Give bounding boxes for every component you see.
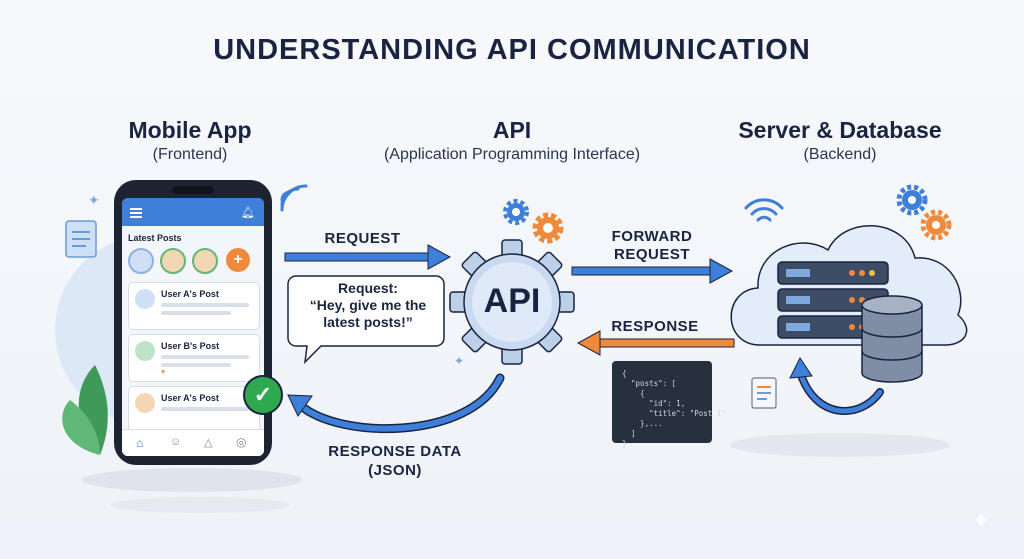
response-data-label-line2: (JSON) <box>368 462 422 479</box>
heart-icon[interactable]: ♥ <box>161 369 166 376</box>
json-response-snippet: { "posts": [ { "id": 1, "title": "Post 1… <box>612 361 726 448</box>
gear-icon <box>532 212 564 244</box>
api-subtitle: (Application Programming Interface) <box>383 146 641 163</box>
forward-request-label: FORWARD REQUEST <box>582 228 722 264</box>
avatar <box>135 341 155 361</box>
sync-arrow <box>789 357 884 415</box>
post-text-placeholder <box>161 363 231 367</box>
bottom-tab-bar: ⌂ ☺ △ ◎ <box>122 429 264 456</box>
phone-shadow <box>82 468 302 492</box>
phone-notch <box>172 186 214 194</box>
response-data-label-line1: RESPONSE DATA <box>328 443 462 460</box>
checkmark-icon: ✓ <box>243 375 283 415</box>
response-label: RESPONSE <box>611 318 699 335</box>
avatar[interactable] <box>128 248 154 274</box>
response-data-label: RESPONSE DATA (JSON) <box>310 442 480 480</box>
sparkle-icon: ✦ <box>88 192 100 208</box>
frontend-subtitle: (Frontend) <box>152 146 228 163</box>
gear-icon <box>503 199 529 225</box>
avatar[interactable] <box>192 248 218 274</box>
diagram-title: UNDERSTANDING API COMMUNICATION <box>213 34 811 66</box>
document-icon <box>751 377 777 409</box>
sparkle-icon: ✦ <box>454 354 464 368</box>
latest-posts-heading: Latest Posts <box>128 233 182 243</box>
bell-icon[interactable]: △ <box>204 437 213 449</box>
request-arrow <box>284 244 452 270</box>
phone-screen: 🔔︎ Latest Posts + User A's Post User B's… <box>122 198 264 456</box>
users-icon[interactable]: ☺ <box>170 436 182 448</box>
backend-subtitle: (Backend) <box>803 146 877 163</box>
bell-icon[interactable]: 🔔︎ <box>241 207 255 219</box>
compass-icon[interactable]: ◎ <box>236 435 247 449</box>
request-bubble-text: Request: “Hey, give me the latest posts!… <box>293 280 443 340</box>
response-data-arrow <box>287 373 505 434</box>
post-card[interactable]: User A's Post <box>128 282 260 330</box>
server-shadow <box>730 433 950 457</box>
post-card[interactable]: User B's Post ♥ <box>128 334 260 382</box>
document-icon <box>65 220 97 258</box>
post-author: User A's Post <box>161 393 219 403</box>
avatar <box>135 393 155 413</box>
gear-icon <box>920 209 952 241</box>
menu-icon[interactable] <box>130 208 142 218</box>
bubble-line-1: Request: <box>338 280 398 296</box>
api-title: API <box>492 117 532 143</box>
post-author: User A's Post <box>161 289 219 299</box>
wifi-icon <box>280 184 308 212</box>
post-card[interactable]: User A's Post <box>128 386 260 434</box>
home-icon[interactable]: ⌂ <box>136 436 144 450</box>
frontend-title: Mobile App <box>128 117 252 143</box>
mobile-phone: 🔔︎ Latest Posts + User A's Post User B's… <box>114 180 272 465</box>
forward-request-arrow <box>571 258 734 284</box>
bubble-line-3: latest posts!” <box>323 314 413 330</box>
response-arrow <box>576 330 735 356</box>
api-gear-icon <box>449 239 575 365</box>
forward-request-label-line2: REQUEST <box>613 246 690 263</box>
wifi-icon <box>744 198 784 222</box>
avatar[interactable] <box>160 248 186 274</box>
sparkle-icon: ✦ <box>972 508 990 533</box>
api-shadow <box>110 497 290 513</box>
backend-title: Server & Database <box>738 117 942 143</box>
plant-icon <box>62 365 108 455</box>
avatar <box>135 289 155 309</box>
api-gear-label: API <box>483 282 541 320</box>
bubble-line-2: “Hey, give me the <box>309 297 427 313</box>
post-text-placeholder <box>161 355 249 359</box>
post-text-placeholder <box>161 311 231 315</box>
server-icon <box>777 261 889 339</box>
post-text-placeholder <box>161 303 249 307</box>
request-label: REQUEST <box>324 230 401 247</box>
add-story-button[interactable]: + <box>226 248 250 272</box>
post-author: User B's Post <box>161 341 220 351</box>
post-text-placeholder <box>161 407 249 411</box>
database-icon <box>861 295 923 383</box>
request-speech-bubble <box>287 275 445 365</box>
forward-request-label-line1: FORWARD <box>611 228 693 245</box>
app-bar: 🔔︎ <box>122 198 264 226</box>
gear-icon <box>896 184 928 216</box>
